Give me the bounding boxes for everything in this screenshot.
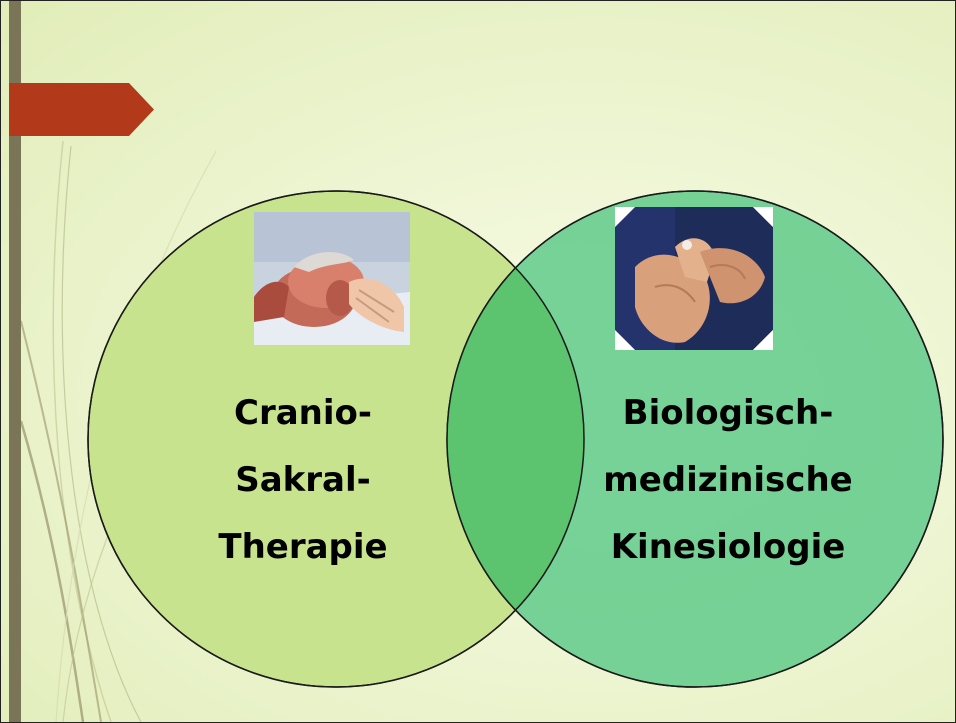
craniosacral-label-line-1: Cranio-	[234, 393, 372, 433]
kinesiology-label-line-2: medizinische	[603, 460, 852, 500]
craniosacral-label-line-2: Sakral-	[235, 460, 371, 500]
craniosacral-treatment-photo	[254, 212, 410, 345]
kinesiology-label-line-3: Kinesiologie	[611, 527, 846, 567]
kinesiology-hands-photo	[615, 207, 773, 350]
craniosacral-label-line-3: Therapie	[218, 527, 387, 567]
kinesiology-label-line-1: Biologisch-	[623, 393, 834, 433]
